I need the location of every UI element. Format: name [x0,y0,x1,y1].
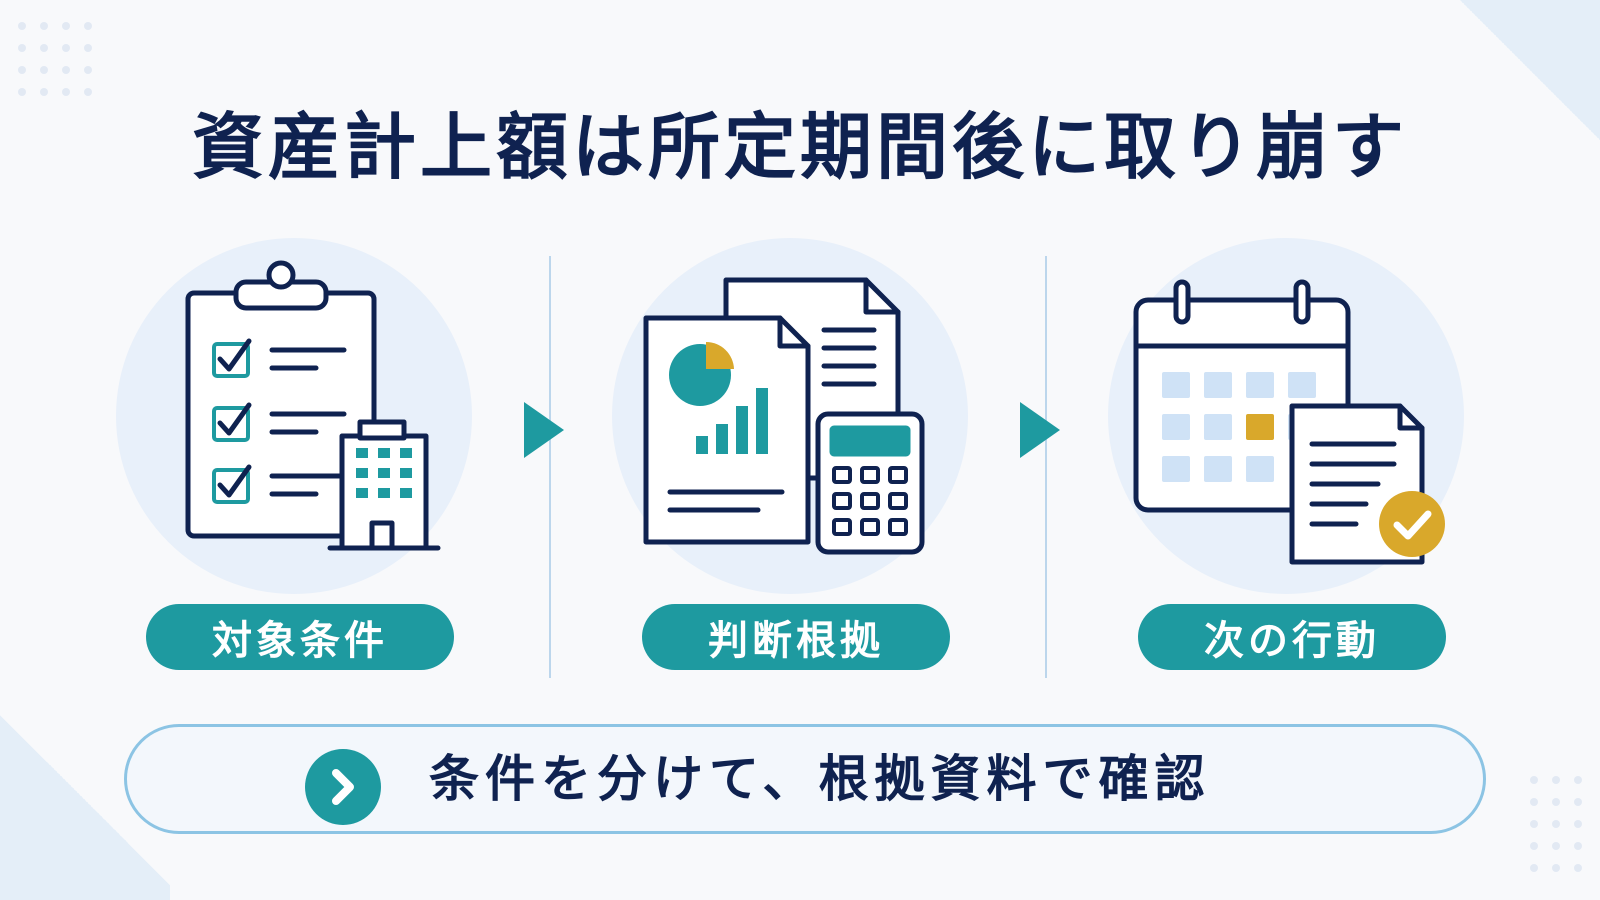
summary-text: 条件を分けて、根拠資料で確認 [429,750,1211,808]
step-divider [549,256,551,678]
step-label-pill: 次の行動 [1138,604,1446,670]
step-basis-of-judgment: 判断根拠 [612,238,972,678]
chevron-right-icon [305,749,381,825]
corner-decoration-top-right [1460,0,1600,140]
step-label-pill: 対象条件 [146,604,454,670]
step-label-pill: 判断根拠 [642,604,950,670]
clipboard-checklist-building-icon [185,260,441,551]
dot-pattern-bottom-right [1530,776,1582,872]
step-target-conditions: 対象条件 [116,238,476,678]
step-arrow-icon [1020,402,1060,458]
summary-banner: 条件を分けて、根拠資料で確認 [124,724,1486,834]
step-divider [1045,256,1047,678]
step-arrow-icon [524,402,564,458]
page-title: 資産計上額は所定期間後に取り崩す [191,105,1408,189]
documents-chart-calculator-icon [643,277,925,555]
calendar-document-check-icon [1133,279,1445,565]
step-next-action: 次の行動 [1108,238,1468,678]
dot-pattern-top-left [18,22,92,96]
